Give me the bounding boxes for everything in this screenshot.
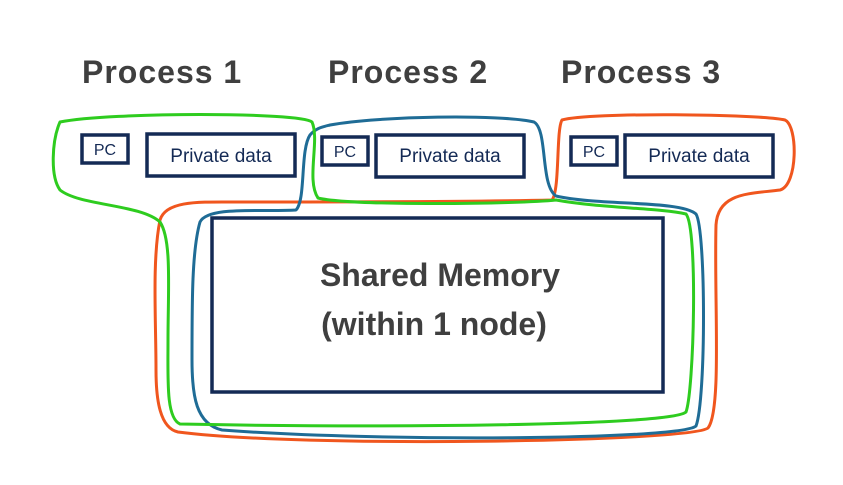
- process-3-outline: [153, 113, 796, 444]
- process-3-pc-label: PC: [583, 144, 605, 161]
- process-3-private-data-box: Private data: [623, 133, 775, 179]
- process-2-private-data-box: Private data: [374, 133, 526, 179]
- process-1-private-data-box: Private data: [145, 132, 297, 178]
- process-3-title: Process 3: [561, 54, 721, 90]
- shared-memory-subtitle: (within 1 node): [321, 306, 547, 342]
- process-2-outline: [190, 115, 705, 440]
- process-3-pc-box: PC: [569, 135, 619, 167]
- process-3-private-data-label: Private data: [648, 146, 750, 167]
- process-2-pc-label: PC: [334, 144, 356, 161]
- process-2-private-data-label: Private data: [399, 146, 501, 167]
- process-1-private-data-label: Private data: [170, 146, 272, 167]
- process-1-pc-box: PC: [80, 133, 130, 165]
- process-2-title: Process 2: [328, 54, 488, 90]
- shared-memory-box: Shared Memory (within 1 node): [210, 216, 665, 394]
- process-2-pc-box: PC: [320, 135, 370, 167]
- process-1-outline: [51, 113, 696, 428]
- shared-memory-title: Shared Memory: [320, 257, 560, 293]
- process-1-pc-label: PC: [94, 142, 116, 159]
- process-1-title: Process 1: [82, 54, 242, 90]
